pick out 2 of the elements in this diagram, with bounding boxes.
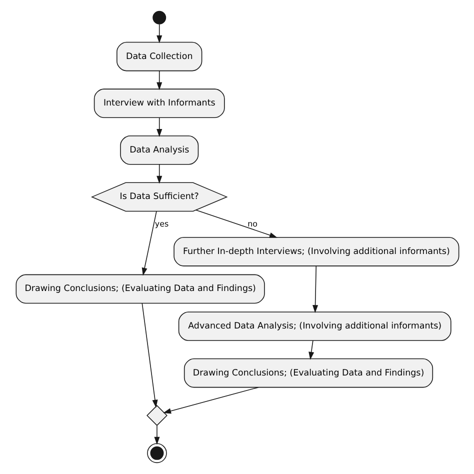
edge-label: yes <box>154 219 168 228</box>
edge-label: no <box>247 219 258 228</box>
